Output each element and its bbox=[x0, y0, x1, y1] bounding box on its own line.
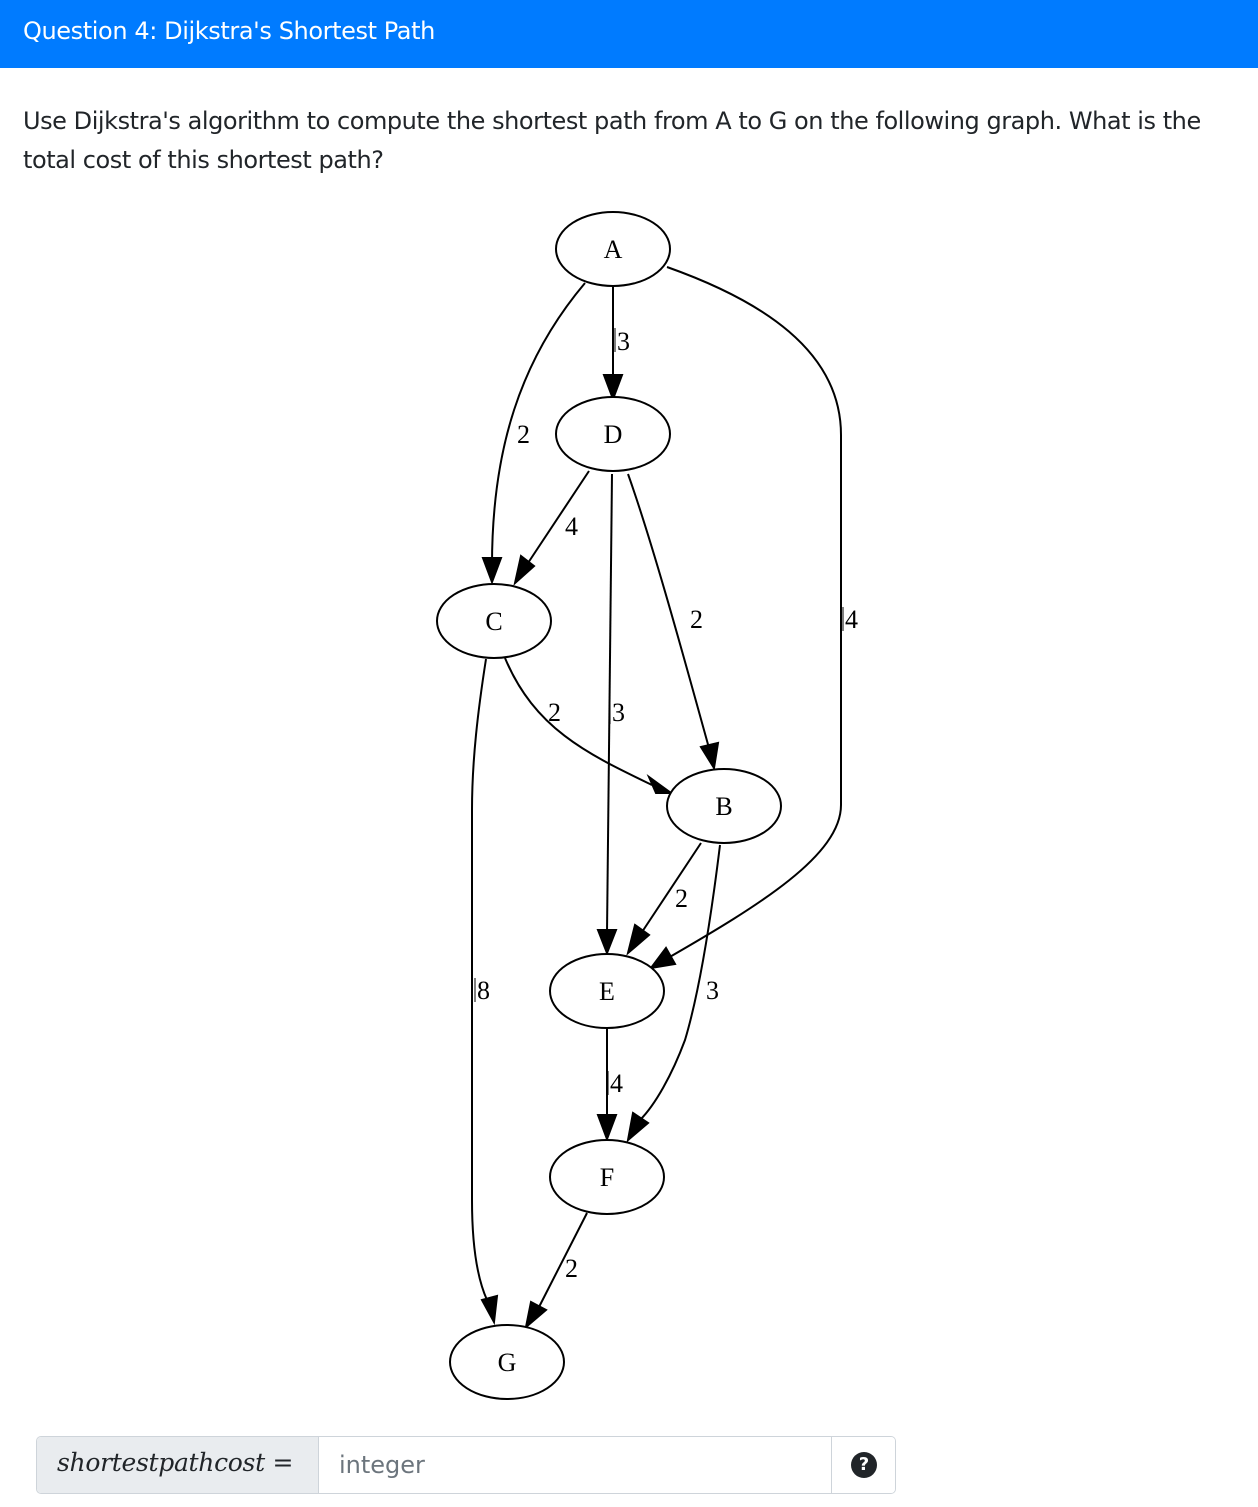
edge-B-F bbox=[639, 844, 721, 1121]
edge-weight-B-E: 2 bbox=[675, 884, 688, 913]
question-prompt: Use Dijkstra's algorithm to compute the … bbox=[23, 107, 1201, 174]
edge-C-G-arrowhead bbox=[480, 1294, 499, 1326]
edge-weight-C-B: 2 bbox=[548, 698, 561, 727]
node-label-F: F bbox=[600, 1163, 614, 1192]
edge-weight-A-D: 3 bbox=[617, 327, 630, 356]
edge-weight-E-F: 4 bbox=[610, 1069, 623, 1098]
edge-D-B-arrowhead bbox=[699, 741, 720, 771]
node-label-G: G bbox=[498, 1348, 517, 1377]
edge-C-G bbox=[471, 658, 488, 1301]
node-label-B: B bbox=[715, 792, 732, 821]
edge-weight-F-G: 2 bbox=[565, 1254, 578, 1283]
edge-weight-C-G: 8 bbox=[477, 976, 490, 1005]
question-header: Question 4: Dijkstra's Shortest Path bbox=[0, 0, 1258, 68]
answer-integer-input[interactable] bbox=[319, 1437, 831, 1493]
node-label-D: D bbox=[604, 420, 623, 449]
node-A bbox=[555, 211, 671, 287]
question-title: Question 4: Dijkstra's Shortest Path bbox=[23, 17, 435, 45]
edge-C-B-arrowhead bbox=[646, 774, 675, 794]
edge-D-B bbox=[627, 473, 710, 749]
edge-weight-D-B: 2 bbox=[690, 605, 703, 634]
edge-A-E-arrowhead bbox=[648, 946, 677, 970]
node-label-C: C bbox=[485, 607, 502, 636]
edge-D-E-arrowhead bbox=[596, 929, 618, 956]
edge-A-C bbox=[491, 282, 586, 566]
answer-variable-name: shortestpathcost = bbox=[57, 1448, 294, 1477]
graph-diagram: A D C B E F G 3 2 4 4 3 2 2 8 2 3 4 2 bbox=[436, 211, 858, 1400]
node-label-E: E bbox=[599, 977, 615, 1006]
edge-weight-A-C: 2 bbox=[517, 420, 530, 449]
question-circle-icon[interactable]: ? bbox=[851, 1452, 877, 1478]
edge-weight-D-C: 4 bbox=[565, 512, 578, 541]
edge-B-F-arrowhead bbox=[626, 1111, 650, 1143]
edge-C-B bbox=[504, 657, 653, 786]
answer-variable-label: shortestpathcost = bbox=[37, 1437, 319, 1493]
edge-D-C-arrowhead bbox=[513, 554, 536, 586]
edge-A-E bbox=[666, 266, 842, 959]
edge-F-G bbox=[538, 1212, 588, 1308]
edge-weight-B-F: 3 bbox=[706, 976, 719, 1005]
edge-A-D-arrowhead bbox=[602, 374, 624, 402]
node-G bbox=[449, 1324, 565, 1400]
edge-weight-A-E: 4 bbox=[845, 605, 858, 634]
node-D bbox=[555, 396, 671, 472]
answer-input-group: shortestpathcost = ? bbox=[36, 1436, 896, 1494]
edge-E-F-arrowhead bbox=[596, 1114, 618, 1142]
node-B bbox=[666, 768, 782, 844]
help-button-cell: ? bbox=[831, 1437, 895, 1493]
node-F bbox=[549, 1139, 665, 1215]
edge-B-E bbox=[641, 842, 702, 933]
node-E bbox=[549, 953, 665, 1029]
edge-F-G-arrowhead bbox=[524, 1300, 548, 1330]
edge-weight-D-E: 3 bbox=[612, 698, 625, 727]
node-label-A: A bbox=[604, 235, 623, 264]
edge-B-E-arrowhead bbox=[626, 923, 651, 956]
edge-A-C-arrowhead bbox=[481, 557, 503, 585]
node-C bbox=[436, 583, 552, 659]
edge-D-C bbox=[527, 470, 590, 564]
